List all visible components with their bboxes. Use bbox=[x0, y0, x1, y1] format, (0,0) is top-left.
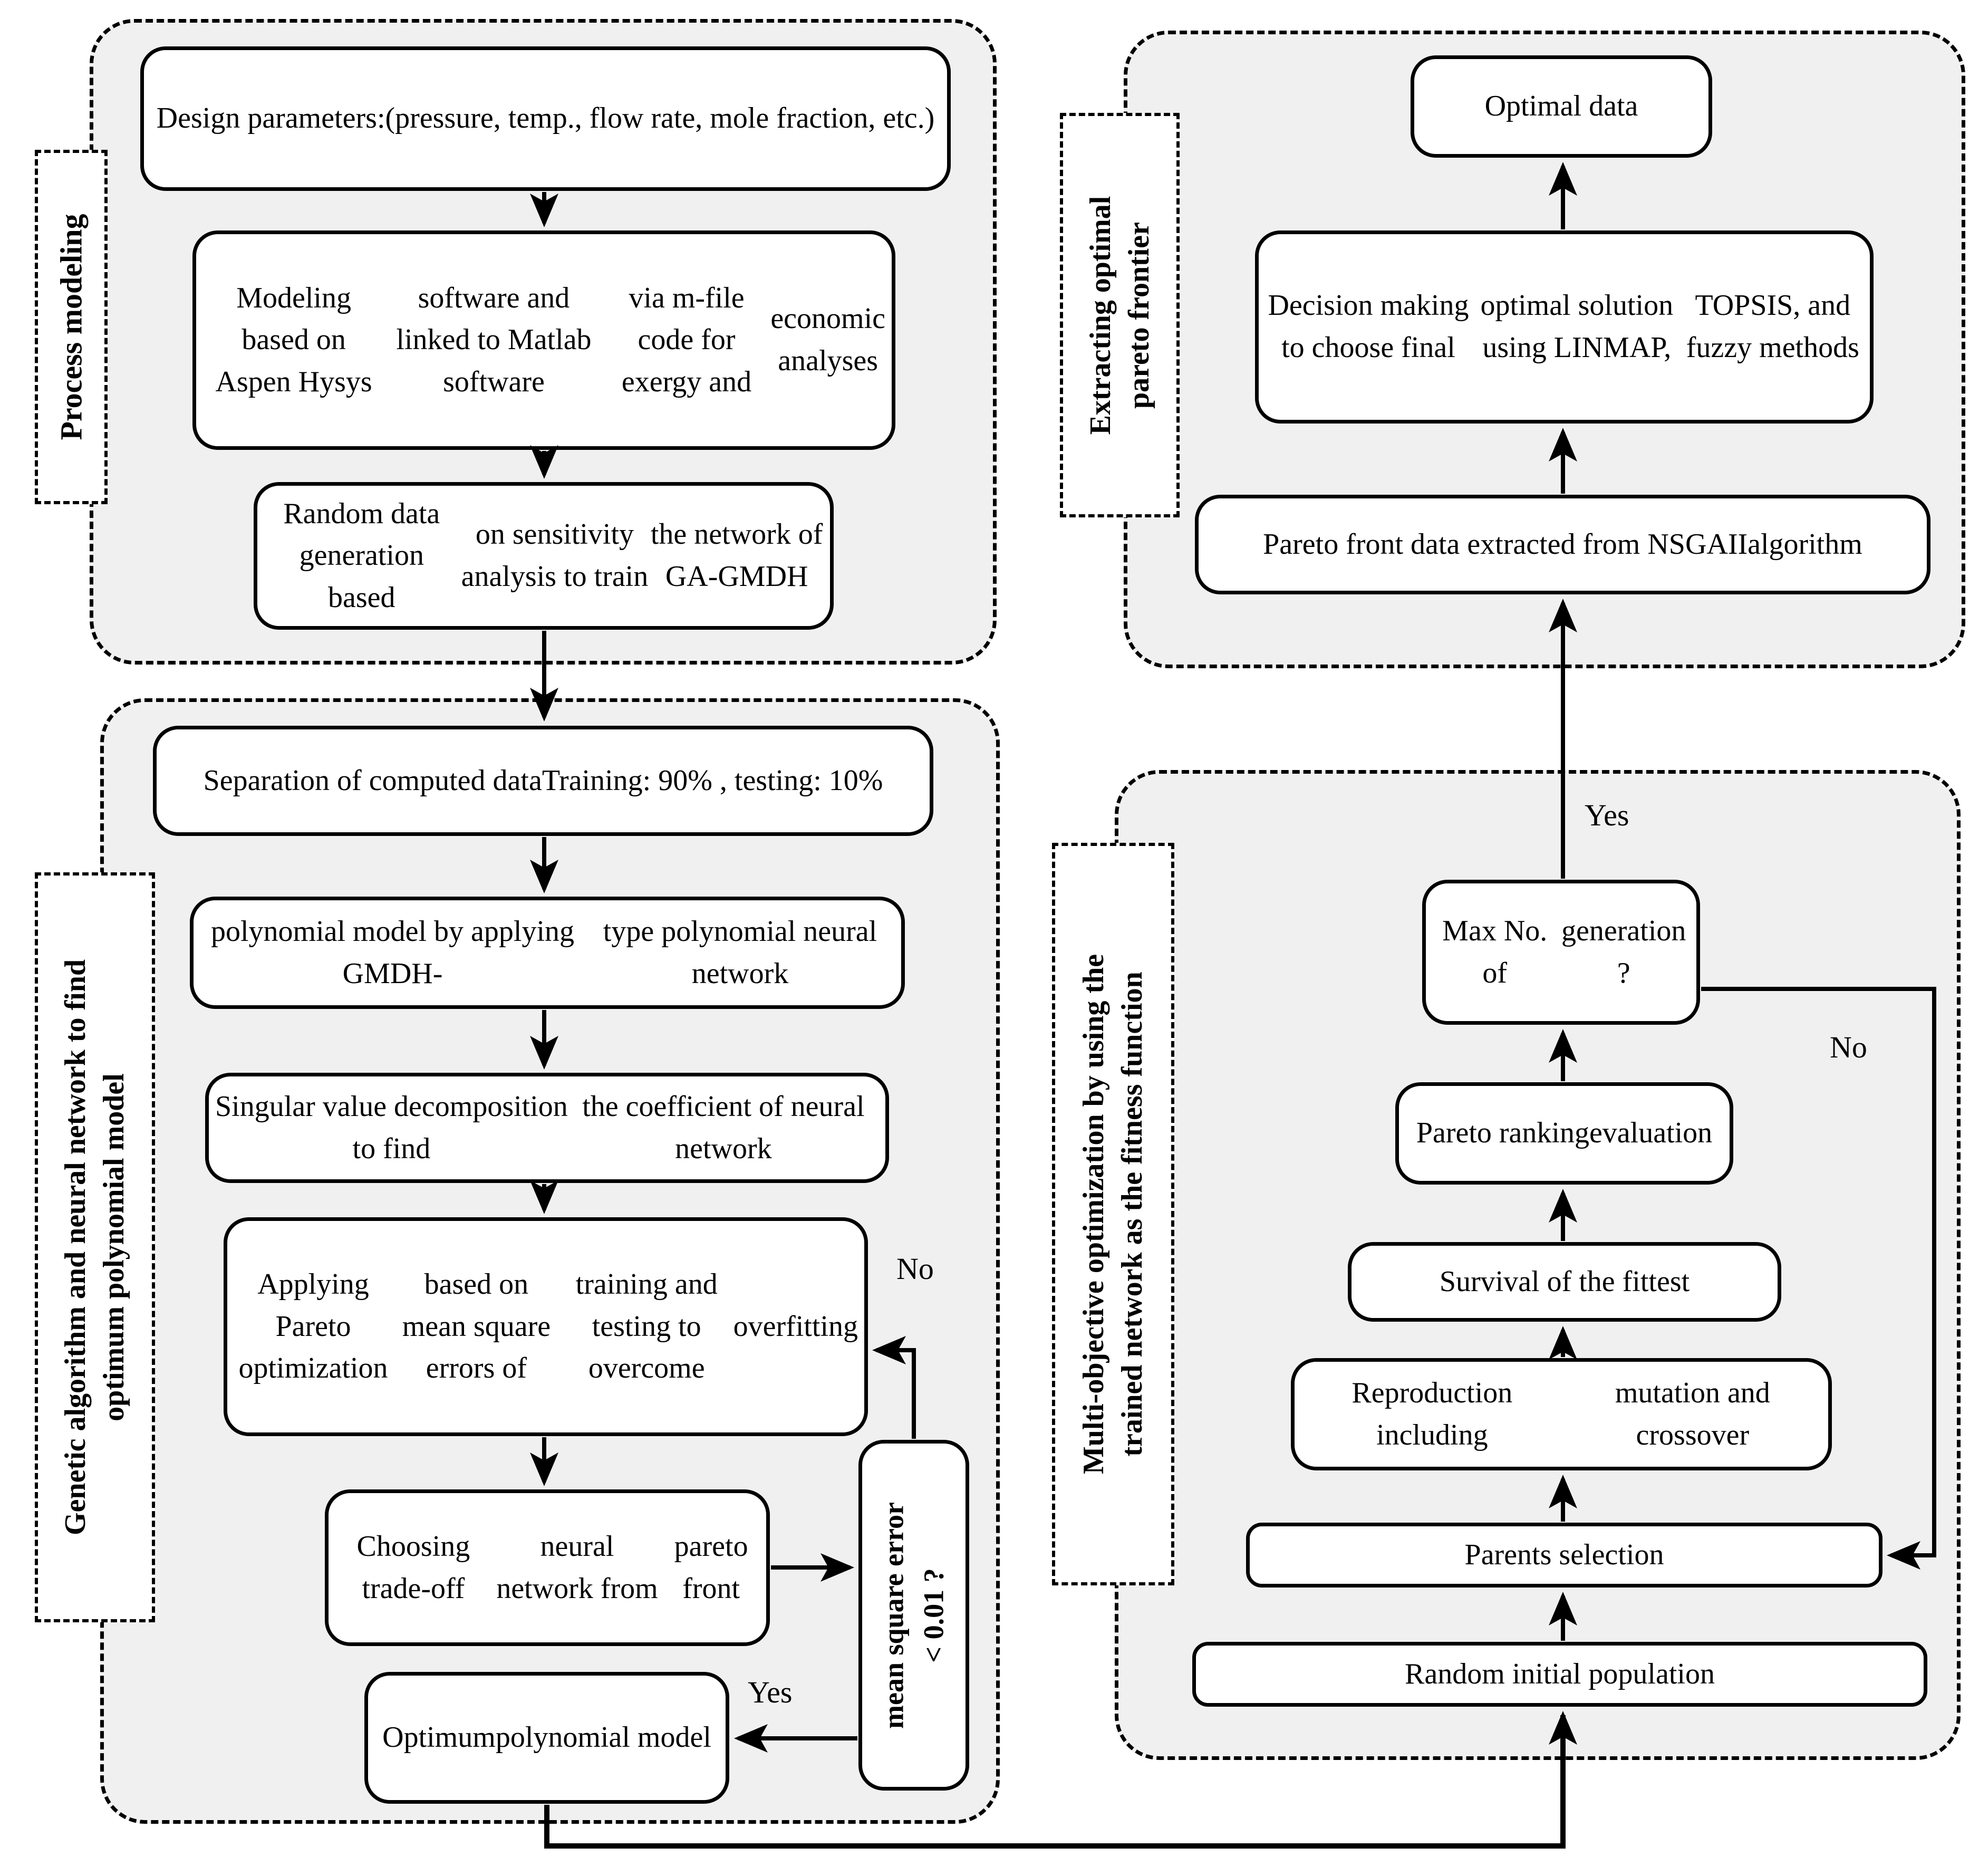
text-line: the network of GA-GMDH bbox=[650, 518, 823, 593]
box-reproduction: Reproduction including mutation and cross… bbox=[1291, 1358, 1832, 1470]
text-line: optimal solution using LINMAP, bbox=[1480, 289, 1674, 364]
edge-label-yes-generation: Yes bbox=[1585, 798, 1629, 832]
text-line: Modeling based on Aspen Hysys bbox=[215, 281, 372, 398]
text-line: algorithm bbox=[1748, 527, 1862, 561]
box-design-parameters: Design parameters:(pressure, temp., flow… bbox=[140, 46, 951, 191]
decision-mean-square-error: mean square error < 0.01 ? bbox=[858, 1440, 969, 1791]
text-line: Singular value decomposition to find bbox=[215, 1090, 568, 1165]
text-line: optimum polynomial model bbox=[98, 1073, 130, 1421]
text-line: pareto frontier bbox=[1122, 222, 1155, 409]
text-line: Parents selection bbox=[1464, 1538, 1664, 1571]
text-line: < 0.01 ? bbox=[918, 1567, 949, 1663]
text-line: Process modeling bbox=[54, 214, 89, 440]
text-line: Genetic algorithm and neural network to … bbox=[59, 959, 92, 1535]
text-line: mutation and crossover bbox=[1615, 1376, 1770, 1451]
section-label-text: Process modeling bbox=[51, 214, 91, 440]
text-line: Max No. of bbox=[1442, 914, 1548, 989]
text-line: Optimum bbox=[382, 1721, 496, 1754]
text-line: mean square error bbox=[877, 1502, 910, 1729]
text-line: training and testing to overcome bbox=[575, 1268, 718, 1385]
text-line: on sensitivity analysis to train bbox=[461, 518, 649, 593]
text-line: via m-file code for exergy and bbox=[621, 281, 752, 398]
text-line: generation ? bbox=[1561, 914, 1686, 989]
text-line: pareto front bbox=[674, 1529, 748, 1605]
text-line: the coefficient of neural network bbox=[582, 1090, 865, 1165]
text-line: Random initial population bbox=[1405, 1657, 1715, 1690]
section-label-text: Genetic algorithm and neural network to … bbox=[56, 959, 133, 1535]
box-parents-selection: Parents selection bbox=[1246, 1523, 1883, 1588]
text-line: Optimal data bbox=[1484, 90, 1638, 123]
section-label-process-modeling: Process modeling bbox=[35, 150, 108, 504]
edge-label-no-mse: No bbox=[896, 1252, 934, 1286]
decision-text: mean square error < 0.01 ? bbox=[874, 1502, 953, 1729]
text-line: economic analyses bbox=[770, 302, 885, 377]
box-random-initial-population: Random initial population bbox=[1192, 1642, 1927, 1707]
section-label-text: Multi-objective optimization by using th… bbox=[1075, 954, 1152, 1474]
box-random-data-generation: Random data generation based on sensitivi… bbox=[254, 482, 834, 630]
text-line: Separation of computed data bbox=[203, 764, 542, 797]
text-line: Survival of the fittest bbox=[1439, 1265, 1690, 1298]
text-line: Random data generation based bbox=[283, 497, 440, 614]
text-line: Choosing trade-off bbox=[356, 1529, 470, 1605]
box-polynomial-model-gmdh: polynomial model by applying GMDH-type p… bbox=[190, 897, 905, 1009]
text-line: Training: 90% , testing: 10% bbox=[542, 764, 883, 797]
text-line: trained network as the fitness function bbox=[1116, 971, 1148, 1457]
box-survival-of-fittest: Survival of the fittest bbox=[1348, 1242, 1781, 1322]
text-line: type polynomial neural network bbox=[603, 915, 877, 990]
box-optimal-data: Optimal data bbox=[1411, 55, 1712, 158]
text-line: Pareto front data extracted from NSGAII bbox=[1263, 527, 1748, 561]
text-line: TOPSIS, and fuzzy methods bbox=[1686, 289, 1859, 364]
text-line: Reproduction including bbox=[1351, 1376, 1513, 1451]
text-line: evaluation bbox=[1589, 1117, 1713, 1150]
edge-label-no-generation: No bbox=[1830, 1030, 1867, 1064]
section-label-genetic-algorithm: Genetic algorithm and neural network to … bbox=[35, 872, 155, 1622]
text-line: polynomial model bbox=[495, 1721, 711, 1754]
text-line: neural network from bbox=[496, 1529, 658, 1605]
section-label-multi-objective: Multi-objective optimization by using th… bbox=[1052, 843, 1174, 1585]
text-line: based on mean square errors of bbox=[402, 1268, 551, 1385]
text-line: Multi-objective optimization by using th… bbox=[1077, 954, 1111, 1475]
text-line: software and linked to Matlab software bbox=[396, 281, 592, 398]
text-line: polynomial model by applying GMDH- bbox=[210, 915, 575, 990]
text-line: Design parameters: bbox=[156, 102, 385, 135]
edge-label-yes-mse: Yes bbox=[748, 1675, 793, 1709]
text-line: Decision making to choose final bbox=[1268, 289, 1469, 364]
text-line: Pareto ranking bbox=[1416, 1117, 1589, 1150]
text-line: Applying Pareto optimization bbox=[238, 1268, 388, 1385]
text-line: overfitting bbox=[733, 1310, 858, 1343]
text-line: Extracting optimal bbox=[1084, 196, 1117, 435]
text-line: (pressure, temp., flow rate, mole fracti… bbox=[385, 102, 935, 135]
